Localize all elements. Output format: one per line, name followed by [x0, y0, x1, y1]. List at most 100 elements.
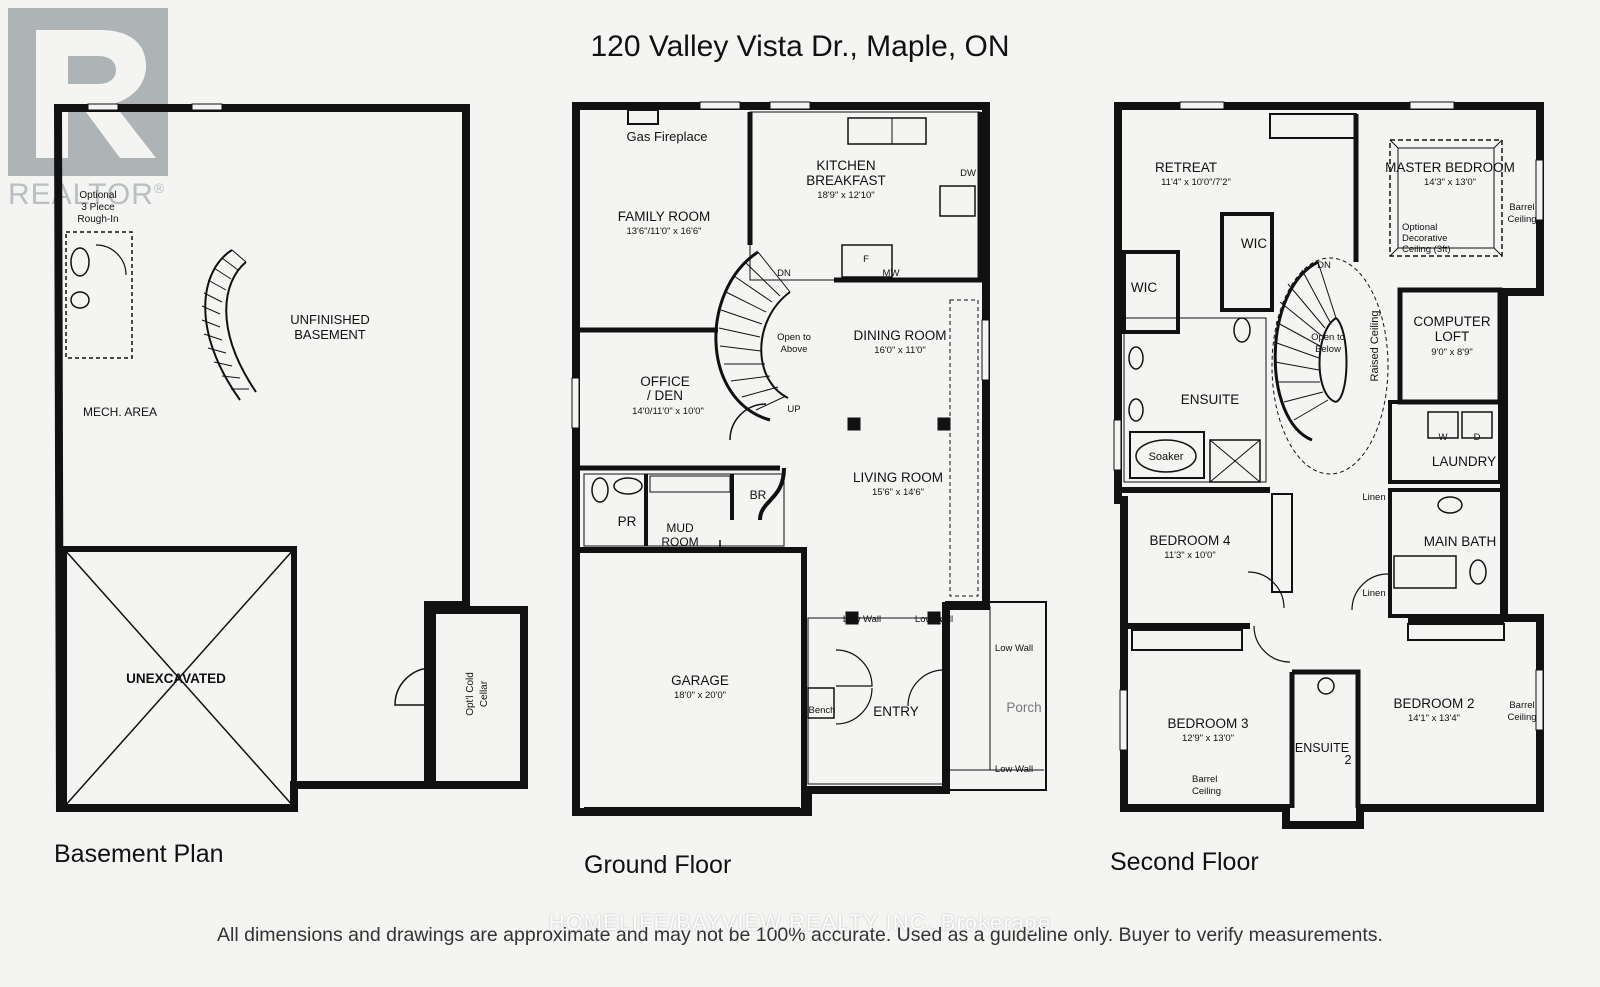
mw-label: MW: [883, 268, 900, 279]
ensuite-label: ENSUITE: [1181, 392, 1240, 407]
opt-rough-label-3: Rough-In: [77, 214, 118, 225]
laundry-room: [1388, 400, 1502, 484]
second-floor-caption: Second Floor: [1110, 848, 1259, 876]
raised-ceiling-label: Raised Ceiling: [1369, 311, 1381, 382]
dining-room-dim: 16'0" x 11'0": [874, 345, 925, 356]
second-stair-dn: DN: [1317, 260, 1331, 271]
wic-label-2: WIC: [1131, 280, 1157, 295]
ground-stair-up: UP: [787, 404, 800, 415]
bedroom-2-label: BEDROOM 2: [1393, 696, 1474, 711]
family-room-dim: 13'6"/11'0" x 16'6": [626, 226, 701, 237]
cold-cellar-label-1: Opt'l Cold: [465, 672, 476, 716]
bedroom-3-dim: 12'9" x 13'0": [1182, 733, 1234, 744]
bedroom-3-label: BEDROOM 3: [1167, 716, 1248, 731]
room-label: ROOM: [661, 535, 698, 549]
realtor-wordmark: REALTOR®: [8, 178, 165, 212]
realtor-logo: [8, 8, 168, 176]
office-dim: 14'0/11'0" x 10'0": [632, 406, 704, 417]
unfinished-label: UNFINISHED: [290, 312, 369, 327]
washer-label: W: [1439, 432, 1448, 443]
dw-label: DW: [960, 168, 976, 179]
opt-deco-label-1: Optional: [1402, 222, 1437, 233]
ground-stair-dn: DN: [777, 268, 791, 279]
gas-fireplace: [627, 109, 659, 125]
above-label: Above: [781, 344, 808, 355]
dining-room-label: DINING ROOM: [854, 328, 947, 343]
ceiling-label-3: Ceiling: [1507, 712, 1536, 723]
disclaimer-text: All dimensions and drawings are approxim…: [217, 924, 1383, 946]
opt-rough-label-2: 3 Piece: [81, 202, 115, 213]
bedroom-4-label: BEDROOM 4: [1149, 533, 1231, 548]
loft-label: LOFT: [1435, 329, 1470, 344]
master-bedroom-dim: 14'3" x 13'0": [1424, 177, 1476, 188]
porch-label: Porch: [1006, 700, 1041, 715]
gas-fireplace-label: Gas Fireplace: [627, 129, 708, 144]
powder-room-label: PR: [618, 514, 637, 529]
opt-deco-label-2: Decorative: [1402, 233, 1447, 244]
breakfast-label: BREAKFAST: [806, 173, 886, 188]
unexcavated-label: UNEXCAVATED: [126, 671, 226, 686]
computer-loft: [1397, 287, 1503, 405]
low-wall-label-3: Low Wall: [995, 643, 1033, 654]
ground-floor-caption: Ground Floor: [584, 851, 732, 879]
soaker-label: Soaker: [1149, 451, 1184, 463]
loft-dim: 9'0" x 8'9": [1431, 347, 1473, 358]
bedroom-2-dim: 14'1" x 13'4": [1408, 713, 1460, 724]
barrel-label-1: Barrel: [1509, 202, 1534, 213]
retreat-dim: 11'4" x 10'0"/7'2": [1161, 177, 1231, 188]
bedroom-4-dim: 11'3" x 10'0": [1164, 550, 1215, 561]
laundry-label: LAUNDRY: [1432, 454, 1496, 469]
kitchen-label: KITCHEN: [816, 158, 875, 173]
garage-label: GARAGE: [671, 673, 729, 688]
ceiling-label-2: Ceiling: [1192, 786, 1221, 797]
open-to-label: Open to: [777, 332, 811, 343]
den-label: / DEN: [647, 388, 683, 403]
mud-label: MUD: [666, 521, 694, 535]
cold-cellar-label-2: Cellar: [479, 680, 490, 707]
page-title: 120 Valley Vista Dr., Maple, ON: [590, 30, 1010, 63]
low-wall-label-2: Low Wall: [915, 614, 953, 625]
ensuite-2-number: 2: [1345, 753, 1352, 767]
entry-label: ENTRY: [873, 704, 919, 719]
broom-closet-label: BR: [750, 488, 767, 502]
fridge-label: F: [863, 254, 869, 265]
ensuite-2-label: ENSUITE: [1295, 741, 1349, 755]
low-wall-label-1: Low Wall: [843, 614, 881, 625]
basement-outer-wall: [53, 104, 470, 812]
unexcavated-area: [61, 546, 297, 810]
registered-mark: ®: [153, 180, 166, 196]
family-room-label: FAMILY ROOM: [618, 209, 711, 224]
open-to-below-2: Below: [1315, 344, 1341, 355]
living-room-dim: 15'6" x 14'6": [872, 487, 924, 498]
opt-deco-label-3: Ceiling (3ft): [1402, 244, 1451, 255]
dryer-label: D: [1474, 432, 1481, 443]
barrel-label-2: Barrel: [1192, 774, 1217, 785]
realtor-r-logo-icon: [8, 8, 168, 176]
computer-label: COMPUTER: [1413, 314, 1491, 329]
opt-rough-label-1: Optional: [79, 190, 116, 201]
retreat-label: RETREAT: [1155, 160, 1217, 175]
bench-label: Bench: [809, 705, 836, 716]
ensuite-area: [1123, 317, 1267, 483]
mech-area-label: MECH. AREA: [83, 405, 157, 419]
ceiling-label-1: Ceiling: [1507, 214, 1536, 225]
kitchen-dim: 18'9" x 12'10": [817, 190, 874, 201]
porch-area: [945, 601, 1047, 791]
basement-caption: Basement Plan: [54, 840, 224, 868]
entry-area: [807, 617, 945, 785]
main-bath-label: MAIN BATH: [1424, 534, 1497, 549]
basement-label: BASEMENT: [294, 327, 366, 342]
open-to-below-1: Open to: [1311, 332, 1345, 343]
main-bath: [1388, 488, 1506, 618]
garage-dim: 18'0" x 20'0": [674, 690, 726, 701]
linen-label-1: Linen: [1362, 492, 1385, 503]
wic-label-1: WIC: [1241, 236, 1267, 251]
realtor-text: REALTOR: [8, 178, 154, 211]
brokerage-watermark: HOMELIFE/BAYVIEW REALTY INC. Brokerage: [548, 910, 1052, 935]
linen-label-2: Linen: [1362, 588, 1385, 599]
master-bedroom-label: MASTER BEDROOM: [1385, 160, 1515, 175]
mudroom-area: [583, 473, 785, 547]
low-wall-label-4: Low Wall: [995, 764, 1033, 775]
barrel-label-3: Barrel: [1509, 700, 1534, 711]
